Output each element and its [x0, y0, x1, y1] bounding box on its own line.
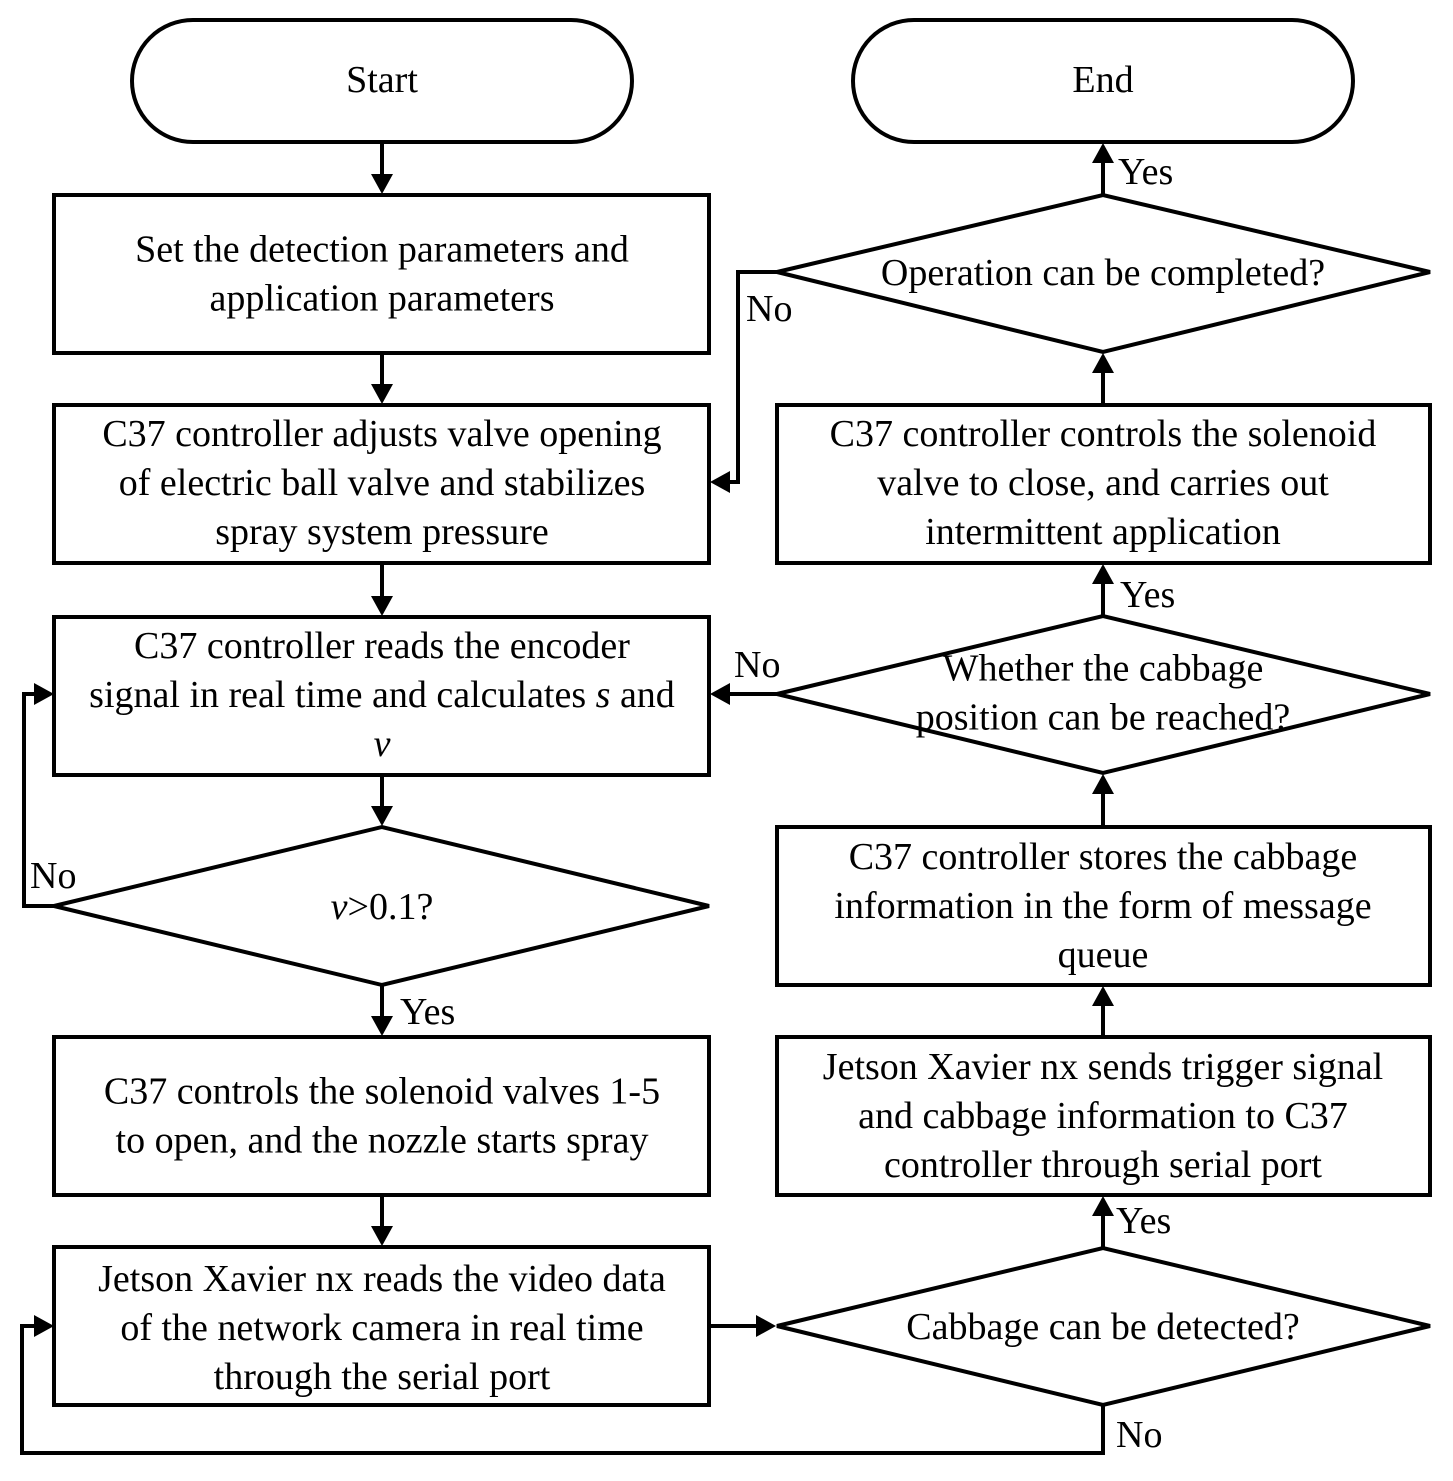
read-video-line: through the serial port — [214, 1356, 551, 1398]
position-reached-label: Whether the cabbage position can be reach… — [916, 648, 1291, 739]
node-adjust-valve: C37 controller adjusts valve opening of e… — [52, 403, 711, 565]
close-valve-line: C37 controller controls the solenoid — [830, 413, 1377, 455]
adjust-valve-line: of electric ball valve and stabilizes — [119, 462, 646, 504]
edge-adjust-valve-to-read-encoder — [371, 563, 393, 616]
read-encoder-line: signal in real time and calculates s and — [89, 674, 675, 716]
node-close-valve: C37 controller controls the solenoid valv… — [775, 403, 1432, 565]
node-store-info: C37 controller stores the cabbage informa… — [775, 825, 1432, 987]
close-valve-label: C37 controller controls the solenoid valv… — [830, 413, 1377, 553]
read-encoder-line: v — [374, 723, 391, 765]
v-check-yes-label: Yes — [400, 991, 455, 1033]
close-valve-line: intermittent application — [925, 511, 1281, 553]
close-valve-line: valve to close, and carries out — [877, 462, 1329, 504]
node-start: Start — [130, 18, 634, 144]
v-check-label: v>0.1? — [331, 886, 434, 928]
operation-completed-no-label: No — [746, 288, 792, 330]
position-reached-line: Whether the cabbage — [943, 648, 1264, 690]
edge-position-reached-no-to-read-encoder — [710, 683, 777, 705]
edge-cabbage-detected-no-loop — [20, 1315, 1105, 1455]
edge-read-encoder-to-v-check — [371, 775, 393, 826]
store-info-label: C37 controller stores the cabbage informa… — [834, 836, 1371, 976]
end-label: End — [1072, 59, 1133, 101]
edge-open-valves-to-read-video — [371, 1195, 393, 1246]
node-v-check: v>0.1? — [53, 824, 710, 988]
node-send-trigger: Jetson Xavier nx sends trigger signal and… — [775, 1035, 1432, 1197]
edge-close-valve-to-operation-completed — [1092, 353, 1114, 405]
node-read-video: Jetson Xavier nx reads the video data of … — [52, 1245, 711, 1407]
edge-v-check-no-loop — [22, 683, 54, 908]
cabbage-detected-no-label: No — [1116, 1414, 1162, 1456]
send-trigger-label: Jetson Xavier nx sends trigger signal and… — [823, 1046, 1383, 1186]
edge-store-info-to-position-reached — [1092, 774, 1114, 827]
position-reached-line: position can be reached? — [916, 697, 1291, 739]
position-reached-yes-label: Yes — [1120, 574, 1175, 616]
set-params-line: application parameters — [209, 278, 554, 320]
read-video-line: Jetson Xavier nx reads the video data — [98, 1258, 666, 1300]
node-end: End — [851, 18, 1355, 144]
adjust-valve-line: spray system pressure — [215, 511, 548, 553]
open-valves-line: C37 controls the solenoid valves 1-5 — [104, 1071, 660, 1113]
edge-operation-completed-no-to-adjust-valve — [710, 270, 777, 493]
operation-completed-label: Operation can be completed? — [881, 252, 1325, 294]
node-operation-completed: Operation can be completed? — [776, 192, 1431, 355]
end-line: End — [1072, 59, 1133, 101]
operation-completed-yes-label: Yes — [1118, 151, 1173, 193]
start-line: Start — [346, 59, 418, 101]
node-open-valves: C37 controls the solenoid valves 1-5 to o… — [52, 1035, 711, 1197]
cabbage-detected-yes-label: Yes — [1116, 1200, 1171, 1242]
position-reached-no-label: No — [734, 644, 780, 686]
start-label: Start — [346, 59, 418, 101]
read-video-line: of the network camera in real time — [120, 1307, 643, 1349]
store-info-line: information in the form of message — [834, 885, 1371, 927]
edge-start-to-set-params — [371, 142, 393, 194]
read-encoder-label: C37 controller reads the encoder signal i… — [89, 625, 675, 765]
v-check-line: v>0.1? — [331, 886, 434, 928]
read-video-label: Jetson Xavier nx reads the video data of … — [98, 1258, 666, 1398]
store-info-line: C37 controller stores the cabbage — [849, 836, 1358, 878]
send-trigger-line: Jetson Xavier nx sends trigger signal — [823, 1046, 1383, 1088]
cabbage-detected-label: Cabbage can be detected? — [906, 1306, 1300, 1348]
node-set-params: Set the detection parameters and applicat… — [52, 193, 711, 355]
send-trigger-line: and cabbage information to C37 — [858, 1095, 1348, 1137]
store-info-line: queue — [1058, 934, 1149, 976]
set-params-line: Set the detection parameters and — [135, 229, 629, 271]
edge-set-params-to-adjust-valve — [371, 353, 393, 404]
cabbage-detected-line: Cabbage can be detected? — [906, 1306, 1300, 1348]
set-params-label: Set the detection parameters and applicat… — [135, 229, 629, 320]
send-trigger-line: controller through serial port — [884, 1144, 1322, 1186]
operation-completed-line: Operation can be completed? — [881, 252, 1325, 294]
edge-position-reached-yes-to-close-valve — [1092, 564, 1114, 616]
edge-read-video-to-cabbage-detected — [709, 1315, 776, 1337]
node-position-reached: Whether the cabbage position can be reach… — [776, 613, 1431, 776]
edge-send-trigger-to-store-info — [1092, 986, 1114, 1037]
node-cabbage-detected: Cabbage can be detected? — [776, 1245, 1431, 1408]
v-check-no-label: No — [30, 855, 76, 897]
node-read-encoder: C37 controller reads the encoder signal i… — [52, 615, 711, 777]
adjust-valve-line: C37 controller adjusts valve opening — [102, 413, 661, 455]
adjust-valve-label: C37 controller adjusts valve opening of e… — [102, 413, 661, 553]
edge-cabbage-detected-yes-to-send-trigger — [1092, 1196, 1114, 1248]
edge-v-check-yes-to-open-valves — [371, 985, 393, 1036]
edge-operation-completed-yes-to-end — [1092, 143, 1114, 195]
open-valves-line: to open, and the nozzle starts spray — [116, 1120, 649, 1162]
read-encoder-line: C37 controller reads the encoder — [134, 625, 630, 667]
open-valves-label: C37 controls the solenoid valves 1-5 to o… — [104, 1071, 660, 1162]
